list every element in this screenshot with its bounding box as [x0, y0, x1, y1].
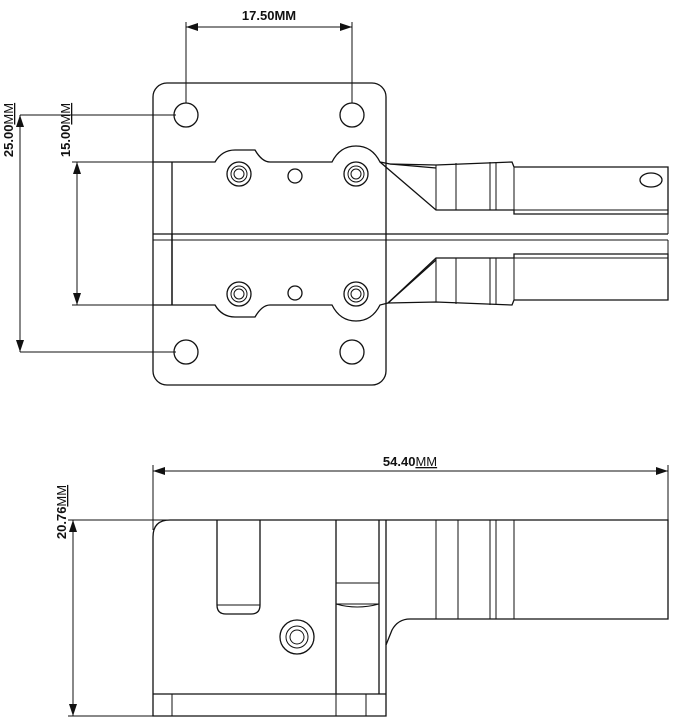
mount-hole-bottom-left — [173, 339, 199, 365]
dimension-unit-inner: MM — [58, 103, 73, 125]
arm-slot-top — [639, 172, 663, 188]
mount-hole-top-left — [173, 102, 199, 128]
side-screw — [279, 619, 315, 655]
pin-hole-upper — [287, 168, 303, 184]
dimension-value-inner: 15.00 — [58, 125, 73, 158]
dimension-unit-top: MM — [274, 8, 296, 23]
dimension-overall-height: 20.76MM — [54, 485, 170, 717]
dimension-value-top: 17.50 — [242, 8, 275, 23]
dimension-overall-length: 54.40MM — [152, 454, 669, 530]
body-lower — [172, 259, 437, 322]
screw-lower-left — [226, 281, 252, 307]
dimension-unit-height: MM — [54, 485, 69, 507]
dimension-vertical-inner: 15.00MM — [58, 103, 168, 306]
mount-hole-top-right — [339, 102, 365, 128]
side-body-outline — [152, 519, 669, 717]
dimension-value-outer: 25.00 — [1, 125, 16, 158]
side-view — [152, 519, 669, 717]
dimension-unit-length: MM — [415, 454, 437, 469]
screw-lower-right — [343, 281, 369, 307]
top-view — [152, 82, 669, 386]
svg-text:54.40MM: 54.40MM — [383, 454, 437, 469]
side-pin-left — [216, 520, 261, 615]
mount-hole-bottom-right — [339, 339, 365, 365]
dimension-unit-outer: MM — [1, 103, 16, 125]
svg-text:20.76MM: 20.76MM — [54, 485, 69, 539]
screw-upper-left — [226, 161, 252, 187]
dimension-value-height: 20.76 — [54, 507, 69, 540]
dimension-hole-spacing-top: 17.50MM — [185, 8, 353, 103]
svg-text:15.00MM: 15.00MM — [58, 103, 73, 157]
dimension-value-length: 54.40 — [383, 454, 416, 469]
dimension-vertical-outer: 25.00MM — [1, 103, 176, 353]
svg-text:17.50MM: 17.50MM — [242, 8, 296, 23]
pin-hole-lower — [287, 285, 303, 301]
body-upper — [172, 145, 437, 169]
screw-upper-right — [343, 161, 369, 187]
svg-text:25.00MM: 25.00MM — [1, 103, 16, 157]
